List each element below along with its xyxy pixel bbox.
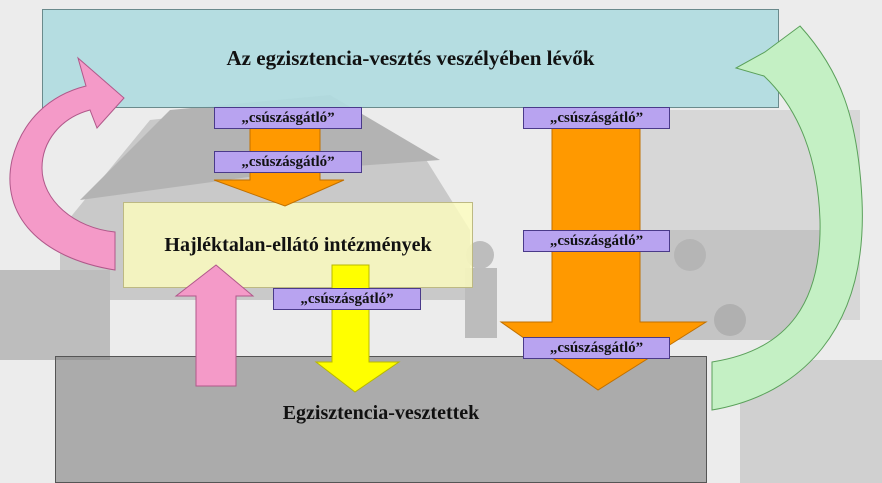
- anti-slip-tag-1: „csúszásgátló”: [214, 107, 362, 129]
- lost-existence-label: Egzisztencia-vesztettek: [282, 402, 480, 424]
- anti-slip-tag-3: „csúszásgátló”: [523, 107, 670, 129]
- anti-slip-tag-2: „csúszásgátló”: [214, 151, 362, 173]
- anti-slip-tag-6: „csúszásgátló”: [523, 337, 670, 359]
- homeless-services-box: Hajléktalan-ellátó intézmények: [123, 202, 473, 288]
- lost-existence-box: Egzisztencia-vesztettek: [55, 356, 707, 483]
- at-risk-box: Az egzisztencia-vesztés veszélyében lévő…: [42, 9, 779, 108]
- at-risk-label: Az egzisztencia-vesztés veszélyében lévő…: [226, 46, 595, 70]
- homeless-services-label: Hajléktalan-ellátó intézmények: [164, 233, 432, 256]
- anti-slip-tag-5: „csúszásgátló”: [273, 288, 421, 310]
- anti-slip-tag-4: „csúszásgátló”: [523, 230, 670, 252]
